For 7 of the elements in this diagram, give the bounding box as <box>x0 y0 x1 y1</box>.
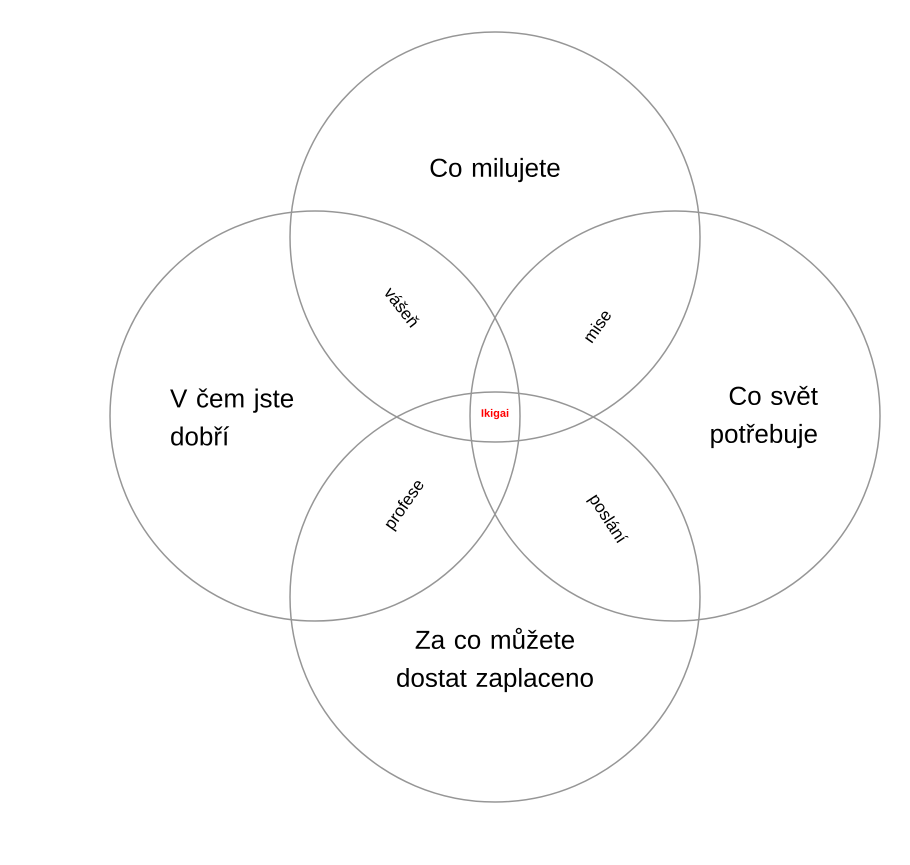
venn-circle <box>469 210 881 622</box>
circle-label: Co milujete <box>430 158 560 182</box>
venn-circle <box>109 210 521 622</box>
circle-label: V čem jste dobří <box>170 388 294 446</box>
overlap-label: Ikigai <box>482 408 508 420</box>
circle-label: Za co můžete dostat zaplaceno <box>397 628 593 692</box>
circle-label: Co svět potřebuje <box>711 386 818 448</box>
